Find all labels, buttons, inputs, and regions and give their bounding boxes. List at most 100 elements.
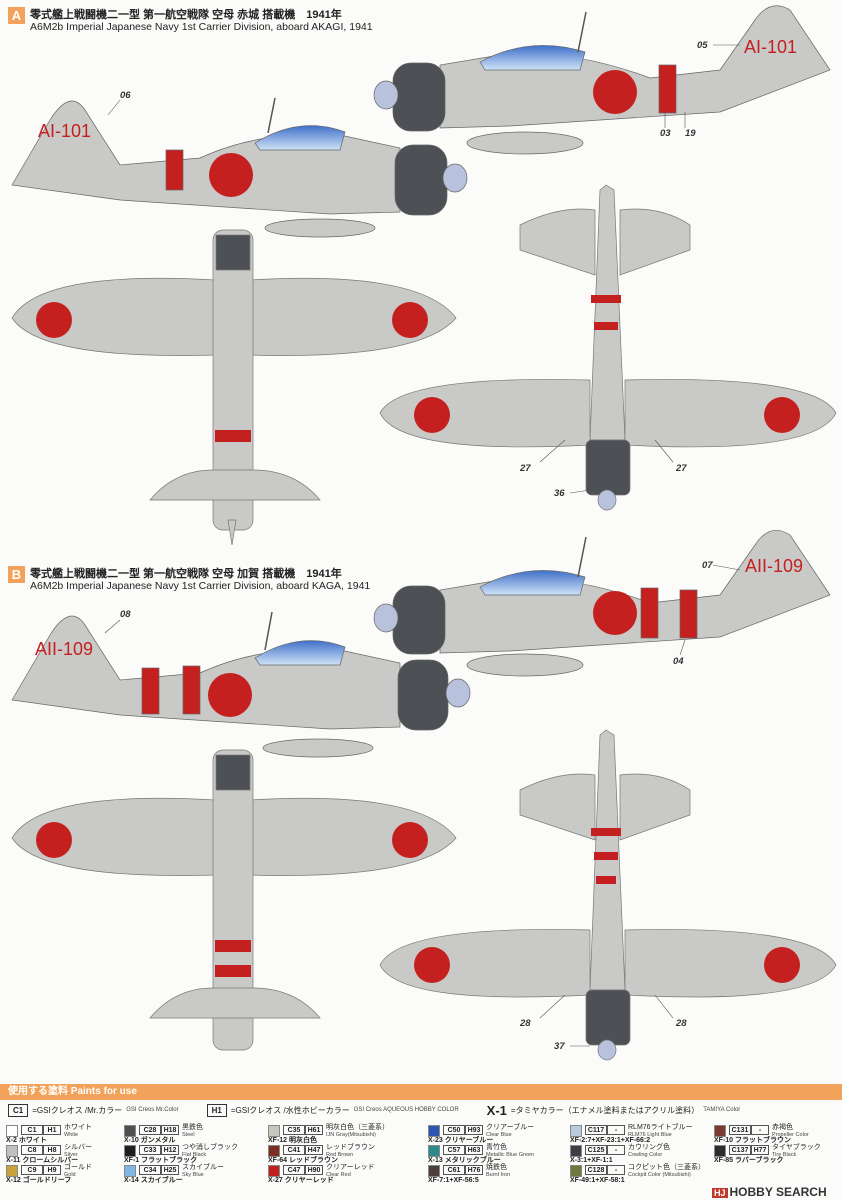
callout-number: 06 xyxy=(120,90,131,101)
paint-creos-code: C128 xyxy=(585,1165,607,1175)
top-view-b xyxy=(11,749,457,1051)
paint-hobby-code: H76 xyxy=(465,1165,483,1175)
paint-creos-code: C9 xyxy=(21,1165,43,1175)
paint-swatch xyxy=(570,1125,582,1137)
paint-name-jp: 赤褐色 xyxy=(772,1124,793,1131)
fuselage xyxy=(11,100,401,215)
paint-name-en: Silver xyxy=(64,1152,78,1158)
paint-name-jp: カウリング色 xyxy=(628,1144,670,1151)
paint-name-en: Cowling Color xyxy=(628,1152,663,1158)
paint-creos-code: C33 xyxy=(139,1145,161,1155)
profile-a-right: AI-101 xyxy=(373,5,831,155)
paint-name-jp: 明灰白色（三菱系） xyxy=(326,1124,389,1131)
paint-creos-code: C61 xyxy=(443,1165,465,1175)
paint-tamiya: XF-2:7+XF-23:1+XF-66:2 xyxy=(570,1137,651,1144)
scheme-a-title-jp: 零式艦上戦闘機二一型 第一航空戦隊 空母 赤城 搭載機 1941年 xyxy=(30,9,342,21)
scheme-b-title-jp: 零式艦上戦闘機二一型 第一航空戦隊 空母 加賀 搭載機 1941年 xyxy=(30,568,342,580)
paint-hobby-code: H1 xyxy=(43,1125,61,1135)
paint-swatch xyxy=(570,1165,582,1177)
paint-hobby-code: H18 xyxy=(161,1125,179,1135)
paint-tamiya: XF-64 レッドブラウン xyxy=(268,1157,339,1164)
profile-b-left: AII-109 xyxy=(11,611,471,758)
paint-tamiya: X-10 ガンメタル xyxy=(124,1137,176,1144)
paint-swatch xyxy=(570,1145,582,1157)
paint-name-en: Red Brown xyxy=(326,1152,354,1158)
paint-swatch xyxy=(124,1125,136,1137)
paint-tamiya: X-2 ホワイト xyxy=(6,1137,47,1144)
paint-swatch xyxy=(6,1125,18,1137)
callout-number: 27 xyxy=(676,463,687,474)
paint-creos-code: C8 xyxy=(21,1145,43,1155)
bottom-view-a xyxy=(379,184,837,511)
paint-hobby-code: - xyxy=(607,1145,625,1155)
scheme-a-title-en: A6M2b Imperial Japanese Navy 1st Carrier… xyxy=(30,21,373,33)
paint-name-en: Gold xyxy=(64,1172,76,1178)
callout-number: 07 xyxy=(702,560,713,571)
callout-number: 19 xyxy=(685,128,696,139)
paint-name-en: Metallic Blue Green xyxy=(486,1152,534,1158)
fuselage-band xyxy=(165,149,184,191)
paint-hobby-code: H93 xyxy=(465,1125,483,1135)
paint-swatch xyxy=(124,1165,136,1177)
paint-legend: C1 =GSIクレオス /Mr.カラー GSI Creos Mr.Color H… xyxy=(8,1102,740,1118)
scheme-a-letter: A xyxy=(8,7,25,24)
paint-tamiya: XF-7:1+XF-56:5 xyxy=(428,1177,479,1184)
paint-swatch xyxy=(428,1165,440,1177)
scheme-b-title-en: A6M2b Imperial Japanese Navy 1st Carrier… xyxy=(30,580,371,592)
paint-hobby-code: H63 xyxy=(465,1145,483,1155)
paint-hobby-code: H77 xyxy=(751,1145,769,1155)
paint-name-jp: クリアーブルー xyxy=(486,1124,535,1131)
paint-name-jp: 焼鉄色 xyxy=(486,1164,507,1171)
spinner xyxy=(442,163,468,193)
bottom-view-b xyxy=(379,729,837,1061)
paint-creos-code: C50 xyxy=(443,1125,465,1135)
paint-name-en: Sky Blue xyxy=(182,1172,204,1178)
paint-name-jp: シルバー xyxy=(64,1144,92,1151)
paint-swatch xyxy=(714,1145,726,1157)
paint-swatch xyxy=(428,1125,440,1137)
paint-tamiya: XF-85 ラバーブラック xyxy=(714,1157,784,1164)
paint-tamiya: XF-1 フラットブラック xyxy=(124,1157,198,1164)
paint-hobby-code: H25 xyxy=(161,1165,179,1175)
callout-number: 05 xyxy=(697,40,708,51)
paint-name-en: Clear Blue xyxy=(486,1132,512,1138)
paint-swatch xyxy=(268,1145,280,1157)
paint-hobby-code: H61 xyxy=(305,1125,323,1135)
paint-name-jp: レッドブラウン xyxy=(326,1144,375,1151)
profile-a-left: AI-101 xyxy=(11,97,468,238)
paint-name-en: Propeller Color xyxy=(772,1132,809,1138)
paint-name-jp: コクピット色（三菱系） xyxy=(628,1164,705,1171)
legend-x-code: X-1 xyxy=(486,1102,507,1118)
callout-number: 04 xyxy=(673,656,684,667)
paint-name-jp: 黒鉄色 xyxy=(182,1124,203,1131)
paint-creos-code: C57 xyxy=(443,1145,465,1155)
paint-creos-code: C125 xyxy=(585,1145,607,1155)
paint-tamiya: X-14 スカイブルー xyxy=(124,1177,183,1184)
paint-name-jp: ホワイト xyxy=(64,1124,92,1131)
canopy xyxy=(254,125,346,151)
paint-hobby-code: H90 xyxy=(305,1165,323,1175)
drop-tank xyxy=(264,218,376,238)
paint-tamiya: XF-49:1+XF-58:1 xyxy=(570,1177,625,1184)
paint-name-en: White xyxy=(64,1132,79,1138)
paint-name-en: Steel xyxy=(182,1132,195,1138)
legend-h-text: =GSIクレオス /水性ホビーカラー xyxy=(230,1105,350,1115)
paint-creos-code: C35 xyxy=(283,1125,305,1135)
paint-swatch xyxy=(124,1145,136,1157)
paint-name-en: Clear Red xyxy=(326,1172,351,1178)
legend-c-sub: GSI Creos Mr.Color xyxy=(126,1107,179,1113)
paint-hobby-code: - xyxy=(607,1165,625,1175)
